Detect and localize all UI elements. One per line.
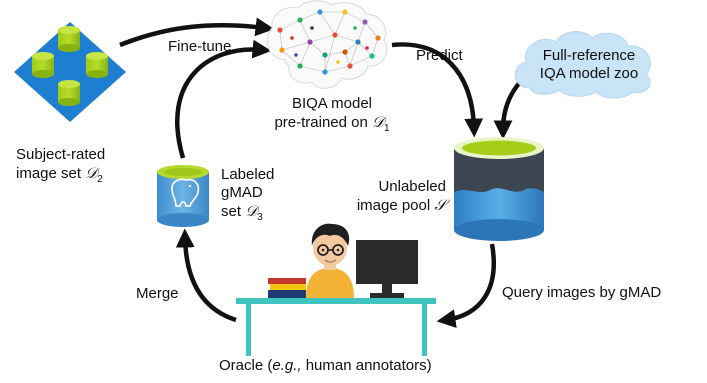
arrow-predict <box>391 42 484 138</box>
predict-label: Predict <box>416 47 463 64</box>
database-grid-icon <box>14 22 126 122</box>
arrow-merge-to-biqa <box>175 39 272 159</box>
fine-tune-label: Fine-tune <box>168 38 232 55</box>
human-annotator-icon <box>306 223 354 298</box>
query-gmad-label: Query images by gMAD <box>502 284 662 301</box>
image-pool-database-icon <box>454 137 544 241</box>
arrow-merge <box>175 228 237 323</box>
postgresql-database-icon <box>157 165 209 227</box>
merge-label: Merge <box>136 285 179 302</box>
subject-rated-label: Subject-rated image set 𝒟2 <box>16 146 106 185</box>
books-icon <box>268 278 306 298</box>
arrow-query-gmad <box>436 243 496 328</box>
model-zoo-label: Full-reference IQA model zoo <box>539 47 639 82</box>
oracle-label: Oracle (e.g., human annotators) <box>219 357 432 374</box>
cloud-icon <box>514 31 651 99</box>
arrow-fine-tune <box>119 17 275 48</box>
biqa-model-label: BIQA model pre-trained on 𝒟1 <box>274 95 390 134</box>
arrow-model-zoo <box>493 78 524 140</box>
labeled-gmad-label: Labeled gMAD set 𝒟3 <box>221 166 275 223</box>
brain-network-icon <box>266 0 388 89</box>
monitor-icon <box>356 240 418 298</box>
desk-icon <box>236 298 436 356</box>
unlabeled-pool-label: Unlabeled image pool 𝒮 <box>356 178 446 214</box>
